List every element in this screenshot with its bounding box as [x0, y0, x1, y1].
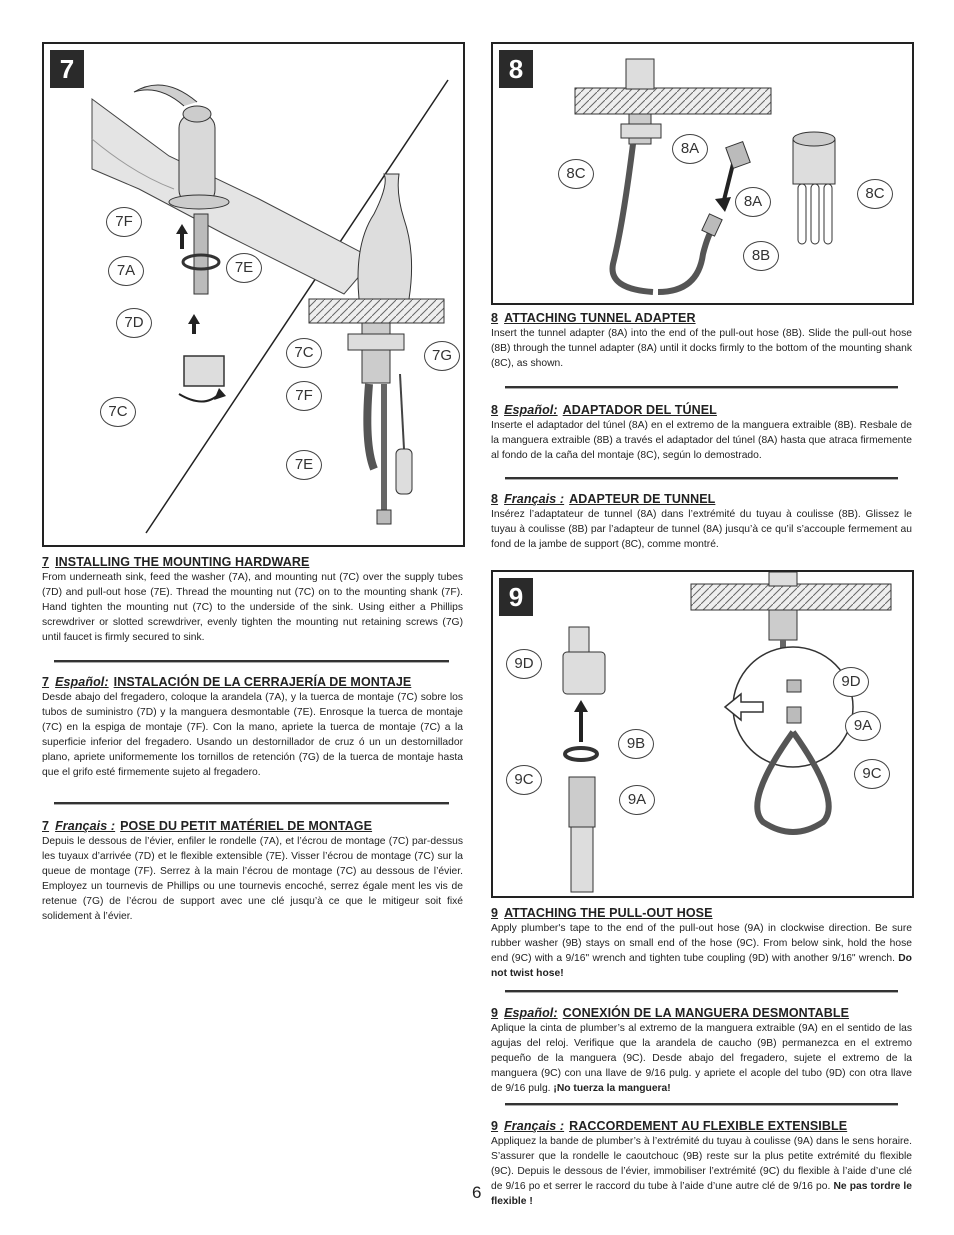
callout-7F-right: 7F	[286, 381, 322, 411]
step-7-illustration	[91, 79, 449, 534]
section-9-french-body: Appliquez la bande de plumber’s à l’extr…	[491, 1136, 912, 1207]
callout-8A-mid: 8A	[735, 187, 771, 217]
step-number-9: 9	[499, 578, 533, 616]
step-number-8: 8	[499, 50, 533, 88]
figure-step-8: 8 8C 8A 8A 8B 8C	[491, 42, 914, 305]
section-8-spanish-body: Inserte el adaptador del túnel (8A) en e…	[491, 420, 912, 461]
callout-7E: 7E	[226, 253, 262, 283]
section-7-french-body: Depuis le dessous de l’évier, enfiler le…	[42, 836, 463, 922]
divider	[505, 1103, 898, 1106]
divider	[505, 990, 898, 993]
figure-step-9: 9 9D 9B 9C 9A 9D 9A 9C	[491, 570, 914, 898]
section-7-english-body: From underneath sink, feed the washer (7…	[42, 572, 463, 643]
section-8-french-body: Insérez l’adaptateur de tunnel (8A) dans…	[491, 509, 912, 550]
callout-7A: 7A	[108, 256, 144, 286]
callout-9B: 9B	[618, 729, 654, 759]
callout-8A-top: 8A	[672, 134, 708, 164]
callout-9A-left: 9A	[619, 785, 655, 815]
figure-step-7: 7 7F 7A 7E 7D 7C 7C 7G 7F 7E	[42, 42, 465, 547]
page-number: 6	[472, 1183, 482, 1202]
section-9-english-body: Apply plumber's tape to the end of the p…	[491, 923, 912, 979]
callout-7D: 7D	[116, 308, 152, 338]
section-8-english-body: Insert the tunnel adapter (8A) into the …	[491, 328, 912, 369]
callout-7C-left: 7C	[100, 397, 136, 427]
callout-8C-right: 8C	[857, 179, 893, 209]
step-number-7: 7	[50, 50, 84, 88]
callout-7F: 7F	[106, 207, 142, 237]
callout-7C-right: 7C	[286, 338, 322, 368]
callout-9D-left: 9D	[506, 649, 542, 679]
callout-9D-right: 9D	[833, 667, 869, 697]
step-8-illustration	[574, 58, 836, 295]
section-9-spanish-body: Aplique la cinta de plumber’s al extremo…	[491, 1023, 912, 1094]
callout-9A-right: 9A	[845, 711, 881, 741]
callout-7G: 7G	[424, 341, 460, 371]
section-7-spanish-body: Desde abajo del fregadero, coloque la ar…	[42, 692, 463, 778]
callout-9C-left: 9C	[506, 765, 542, 795]
divider	[54, 802, 449, 805]
divider	[505, 477, 898, 480]
callout-9C-right: 9C	[854, 759, 890, 789]
callout-8B: 8B	[743, 241, 779, 271]
step-9-illustration	[562, 572, 892, 893]
callout-8C: 8C	[558, 159, 594, 189]
callout-7E-right: 7E	[286, 450, 322, 480]
divider	[54, 660, 449, 663]
divider	[505, 386, 898, 389]
